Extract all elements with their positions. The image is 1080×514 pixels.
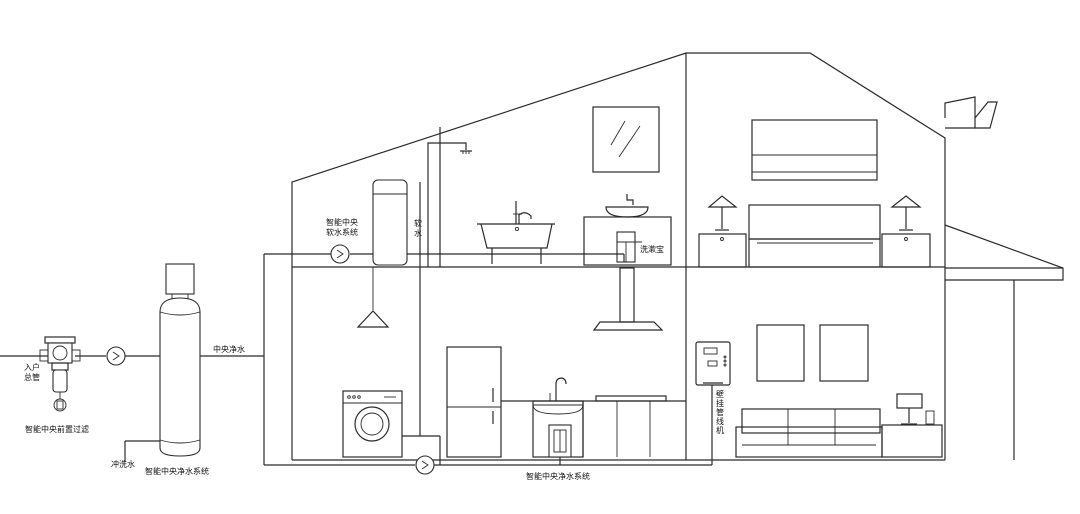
chimney: [944, 96, 998, 129]
bed: [748, 204, 881, 268]
flush-water-label: 冲洗水: [111, 459, 135, 469]
refrigerator: [446, 346, 502, 458]
house-outline: [291, 52, 946, 461]
faucet-icon: [513, 201, 532, 224]
wall-pipeline-char-2: 挂: [716, 398, 724, 408]
pump-icon: [415, 455, 435, 475]
range-hood: [592, 267, 664, 331]
wall-pipeline-machine: [695, 341, 731, 386]
pre-filter: [0, 336, 81, 412]
wall-pipeline-char-4: 线: [716, 416, 724, 426]
softener-label-line1: 智能中央: [326, 217, 358, 227]
central-purifier-label: 智能中央净水系统: [145, 466, 209, 476]
washer-treasure-filter: [616, 231, 636, 263]
inlet-label-line1: 入户: [24, 362, 40, 372]
annex: [944, 224, 1064, 460]
pipe-network: [75, 182, 713, 466]
shower: [427, 142, 472, 267]
washing-machine: [342, 390, 403, 458]
sofa: [735, 408, 883, 458]
softener-label-line2: 软水系统: [326, 227, 358, 237]
wall-pictures: [756, 324, 869, 382]
wall-pipeline-char-5: 机: [716, 425, 724, 435]
inlet-label-line2: 总管: [24, 372, 40, 382]
lamp-icon: [890, 195, 922, 231]
mirror: [592, 106, 660, 173]
wall-pipeline-label: 壁 挂 管 线 机: [716, 389, 724, 435]
central-purifier-tank: [159, 263, 201, 457]
lamp-icon: [896, 393, 935, 425]
soft-water-label-line2: 水: [414, 228, 422, 238]
nightstand-left: [698, 233, 747, 268]
washer-treasure-label: 洗漱宝: [640, 244, 664, 254]
pre-filter-label: 智能中央前置过滤: [25, 424, 89, 434]
faucet-icon: [549, 377, 567, 401]
kitchen-purifier-label: 智能中央净水系统: [526, 471, 590, 481]
wall-pipeline-char-1: 壁: [716, 389, 724, 399]
central-water-label: 中央净水: [213, 344, 245, 354]
soft-water-label-line1: 软: [414, 218, 422, 228]
ceiling-lamp: [356, 267, 390, 328]
kitchen-purifier-unit: [548, 424, 572, 458]
lamp-icon: [707, 195, 738, 231]
softener-tank: [372, 179, 408, 266]
wall-pipeline-char-3: 管: [716, 407, 724, 417]
air-conditioner: [751, 119, 878, 181]
side-table: [881, 424, 943, 458]
kitchen-counter: [501, 395, 686, 458]
pump-icon: [330, 244, 350, 264]
bathtub: [477, 223, 555, 264]
pump-icon: [106, 346, 126, 366]
nightstand-right: [881, 233, 931, 268]
